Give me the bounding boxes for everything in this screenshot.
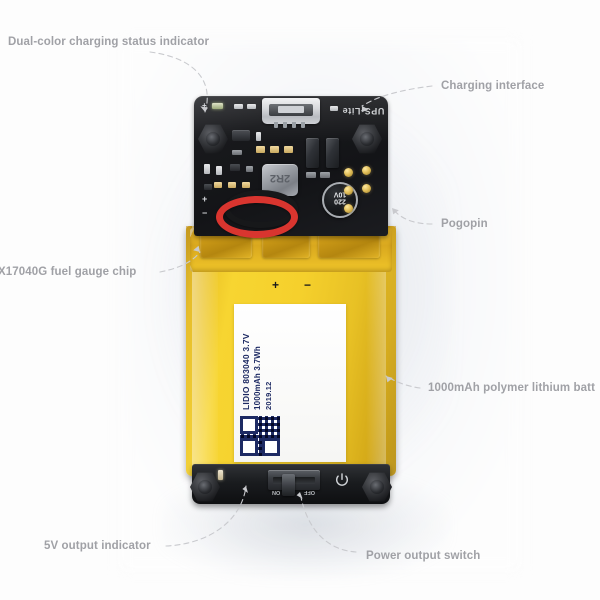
micro-usb-charging-port: [262, 98, 320, 128]
pogopin-2: [362, 166, 371, 175]
battery-terminal-plus: +: [272, 278, 280, 292]
battery-spec-label: LIDIO 803040 3.7V 1000mAh 3.7Wh 2019.12: [234, 304, 346, 462]
battery-label-text: LIDIO 803040 3.7V 1000mAh 3.7Wh 2019.12: [240, 333, 275, 410]
pcb-silk-minus: −: [202, 208, 208, 218]
battery-terminal-minus: −: [304, 278, 312, 292]
switch-marking-off: OFF: [304, 489, 315, 495]
battery-label-brand: LIDIO 803040 3.7V: [241, 333, 251, 410]
ups-lite-pcb: UPS-Lite +: [194, 96, 388, 238]
battery-highlight-right: [366, 226, 386, 476]
ups-lite-device: + − LIDIO 803040 3.7V 1000mAh 3.7Wh 2019…: [186, 96, 396, 506]
power-symbol-icon: [335, 473, 349, 486]
switch-marking-on: ON: [272, 489, 281, 495]
tantalum-cap-2: [326, 138, 339, 168]
callout-charging-status-indicator: Dual-color charging status indicator: [8, 36, 210, 48]
pogopin-4: [362, 184, 371, 193]
red-wire: [216, 196, 298, 238]
output-5v-led: [218, 470, 223, 480]
callout-fuel-gauge-chip: X17040G fuel gauge chip: [0, 266, 137, 278]
callout-power-switch: Power output switch: [366, 550, 481, 562]
pogopin-1: [344, 168, 353, 177]
pcb-brand-silkscreen: UPS-Lite: [341, 106, 384, 116]
fuel-gauge-ic: [232, 130, 250, 141]
lithium-polymer-battery: + − LIDIO 803040 3.7V 1000mAh 3.7Wh 2019…: [186, 226, 396, 476]
bottom-board-edge: ON OFF: [190, 464, 392, 504]
dual-color-charge-led: [212, 103, 223, 109]
callout-battery: 1000mAh polymer lithium batt: [428, 382, 596, 394]
power-output-switch[interactable]: [268, 470, 320, 496]
callout-pogopin: Pogopin: [441, 218, 488, 230]
switch-knob[interactable]: [282, 474, 295, 496]
standoff-bottom-right: [362, 472, 392, 502]
battery-label-capacity: 1000mAh 3.7Wh: [253, 346, 263, 410]
standoff-bottom-left: [190, 472, 220, 502]
electrolytic-capacitor: 220 10V: [322, 182, 358, 218]
pcb-silk-plus: +: [202, 194, 208, 204]
inductor-marking: 2R2: [269, 172, 291, 184]
callout-output-indicator: 5V output indicator: [44, 540, 151, 552]
callout-charging-interface: Charging interface: [441, 80, 545, 92]
capacitor-marking-value: 220: [334, 197, 346, 205]
battery-label-date: 2019.12: [263, 381, 273, 410]
tantalum-cap-1: [306, 138, 319, 168]
pogopin-5: [344, 204, 353, 213]
pogopin-3: [344, 186, 353, 195]
qr-code: [240, 416, 280, 456]
